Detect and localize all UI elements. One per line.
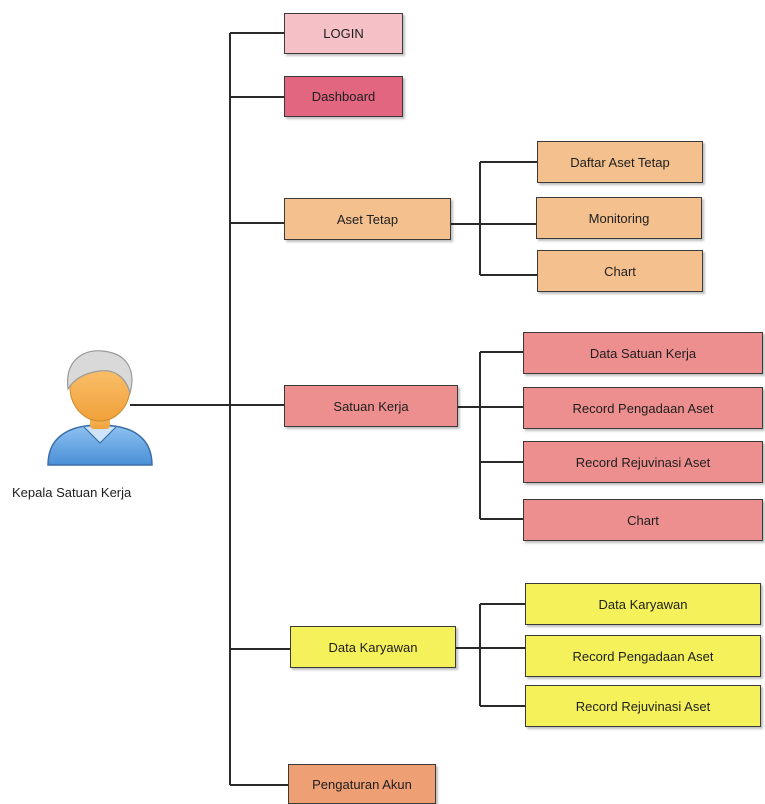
- submenu-record-rejuvinasi-aset-satuan[interactable]: Record Rejuvinasi Aset: [523, 441, 763, 483]
- submenu-chart-satuan[interactable]: Chart: [523, 499, 763, 541]
- submenu-record-rejuvinasi-aset-karyawan[interactable]: Record Rejuvinasi Aset: [525, 685, 761, 727]
- submenu-record-pengadaan-aset-satuan[interactable]: Record Pengadaan Aset: [523, 387, 763, 429]
- submenu-data-satuan-kerja[interactable]: Data Satuan Kerja: [523, 332, 763, 374]
- menu-aset-tetap[interactable]: Aset Tetap: [284, 198, 451, 240]
- submenu-data-karyawan[interactable]: Data Karyawan: [525, 583, 761, 625]
- menu-satuan-kerja[interactable]: Satuan Kerja: [284, 385, 458, 427]
- menu-pengaturan-akun[interactable]: Pengaturan Akun: [288, 764, 436, 804]
- menu-dashboard[interactable]: Dashboard: [284, 76, 403, 117]
- actor-label: Kepala Satuan Kerja: [12, 485, 132, 500]
- menu-data-karyawan[interactable]: Data Karyawan: [290, 626, 456, 668]
- submenu-record-pengadaan-aset-karyawan[interactable]: Record Pengadaan Aset: [525, 635, 761, 677]
- user-icon: [47, 350, 153, 466]
- menu-login[interactable]: LOGIN: [284, 13, 403, 54]
- submenu-monitoring[interactable]: Monitoring: [536, 197, 702, 239]
- submenu-chart-aset[interactable]: Chart: [537, 250, 703, 292]
- submenu-daftar-aset-tetap[interactable]: Daftar Aset Tetap: [537, 141, 703, 183]
